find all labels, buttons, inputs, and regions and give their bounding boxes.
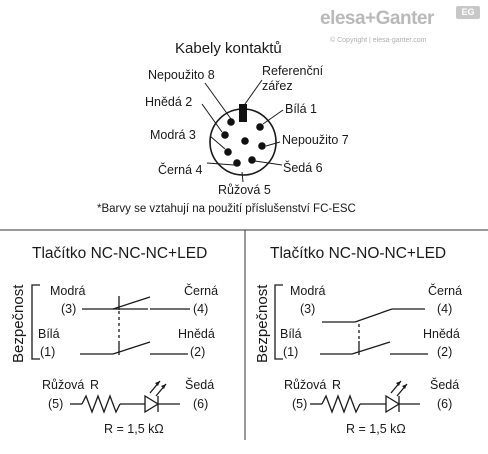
- left-panel-vertical-label: Bezpečnost: [10, 284, 27, 363]
- leader-5: [241, 171, 244, 183]
- right-label-seda-num: (6): [437, 397, 453, 411]
- pin-label-4: Černá 4: [158, 163, 203, 177]
- left-label-bila: Bílá: [38, 327, 60, 341]
- right-label-hneda-num: (2): [437, 345, 453, 359]
- left-label-seda: Šedá: [185, 378, 215, 392]
- right-schematic: [274, 284, 428, 414]
- left-label-ruzova: Růžová: [42, 378, 85, 392]
- right-label-modra-num: (3): [300, 302, 316, 316]
- copyright-text: © Copyright | elesa-ganter.com: [330, 37, 427, 44]
- leader-ref: [244, 79, 263, 105]
- leader-8: [204, 82, 232, 120]
- pin-label-3: Modrá 3: [150, 128, 196, 142]
- pin-7: [258, 142, 266, 150]
- pin-label-1: Bílá 1: [285, 102, 317, 116]
- pin-6: [248, 156, 256, 164]
- pin-3: [224, 148, 232, 156]
- leader-7: [265, 141, 281, 147]
- left-label-seda-num: (6): [193, 397, 209, 411]
- right-label-ruzova-num: (5): [292, 397, 308, 411]
- pin-label-2: Hnědá 2: [145, 95, 193, 109]
- connector-note: *Barvy se vztahují na použití příslušens…: [97, 203, 356, 215]
- leader-1: [262, 109, 284, 125]
- leader-4: [206, 162, 235, 166]
- left-label-hneda: Hnědá: [178, 327, 215, 341]
- right-label-hneda: Hnědá: [423, 327, 460, 341]
- pin-center: [241, 137, 249, 145]
- left-label-ruzova-num: (5): [48, 397, 64, 411]
- reference-notch: [239, 104, 247, 122]
- right-panel-vertical-label: Bezpečnost: [254, 284, 271, 363]
- pin-label-7: Nepoužito 7: [282, 133, 349, 147]
- right-label-r: R: [332, 378, 342, 392]
- pin-label-reference-2: zářez: [262, 79, 293, 93]
- brand-badge: EG: [456, 6, 480, 19]
- right-label-seda: Šedá: [430, 378, 460, 392]
- leader-6: [254, 160, 283, 166]
- right-panel-title: Tlačítko NC-NO-NC+LED: [270, 245, 447, 262]
- left-label-modra-num: (3): [61, 302, 77, 316]
- right-label-ruzova: Růžová: [284, 378, 327, 392]
- pin-4: [233, 159, 241, 167]
- left-schematic: [31, 284, 190, 414]
- left-label-hneda-num: (2): [190, 345, 206, 359]
- pin-label-6: Šedá 6: [283, 161, 323, 175]
- pin-8: [227, 118, 235, 126]
- left-panel-title: Tlačítko NC-NC-NC+LED: [32, 245, 208, 262]
- pin-label-8: Nepoužito 8: [148, 68, 215, 82]
- pin-1: [256, 123, 264, 131]
- leader-2: [201, 103, 223, 133]
- left-label-bila-num: (1): [40, 345, 56, 359]
- brand-logo: elesa+Ganter: [320, 8, 434, 29]
- pin-label-5: Růžová 5: [218, 183, 271, 197]
- pin-2: [221, 131, 229, 139]
- right-resistor-value: R = 1,5 kΩ: [346, 422, 406, 436]
- left-label-cerna-num: (4): [193, 302, 209, 316]
- left-label-modra: Modrá: [50, 284, 86, 298]
- right-label-bila-num: (1): [283, 345, 299, 359]
- left-resistor-value: R = 1,5 kΩ: [104, 422, 164, 436]
- right-label-bila: Bílá: [280, 327, 302, 341]
- right-label-cerna: Černá: [428, 284, 463, 298]
- right-label-cerna-num: (4): [437, 302, 453, 316]
- left-label-cerna: Černá: [184, 284, 219, 298]
- connector-title: Kabely kontaktů: [175, 40, 282, 57]
- leader-3: [209, 135, 226, 150]
- left-label-r: R: [90, 378, 100, 392]
- right-label-modra: Modrá: [290, 284, 326, 298]
- pin-label-reference: Referenční: [262, 64, 324, 78]
